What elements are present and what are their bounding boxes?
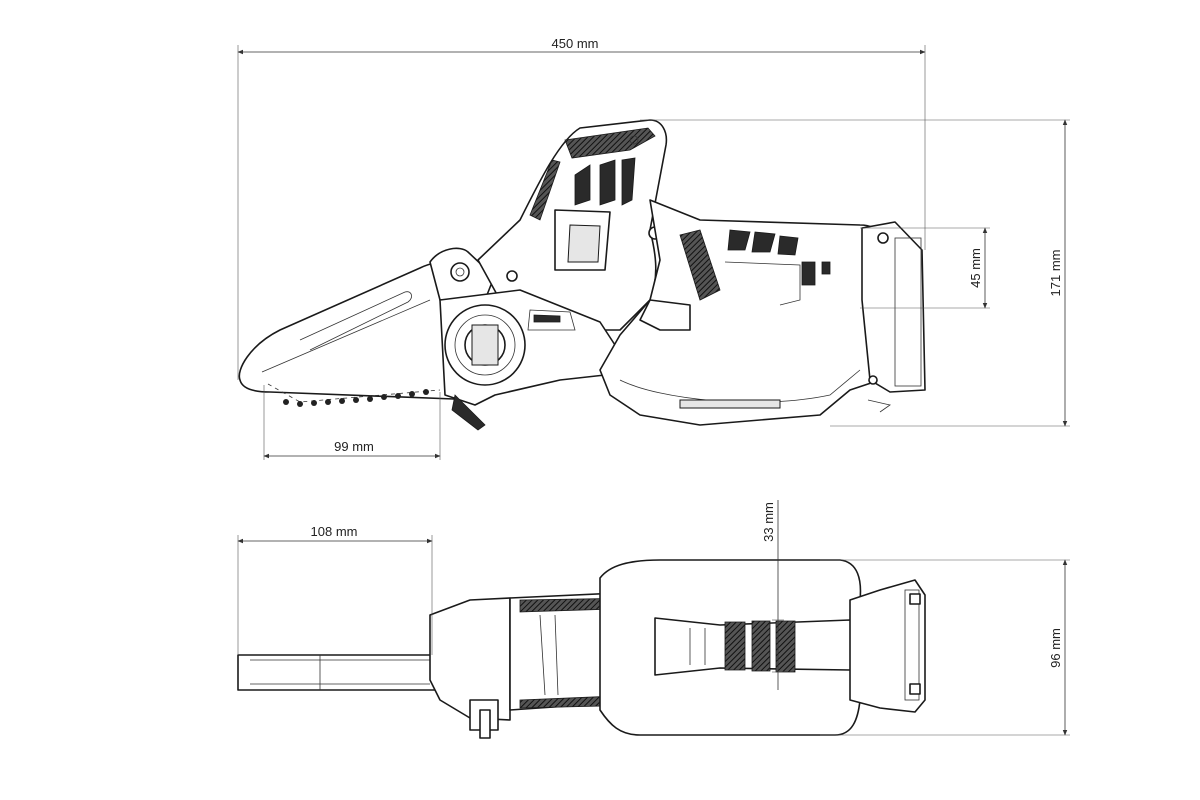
top-battery-latch <box>849 579 926 713</box>
battery-pack <box>861 221 926 393</box>
saw-chain <box>267 383 441 403</box>
dimension-bar-length: 99 mm <box>263 385 441 460</box>
label-overall-height: 171 mm <box>1048 250 1063 297</box>
dimension-bar-overhang: 108 mm <box>237 524 433 655</box>
label-handle-height: 45 mm <box>968 248 983 288</box>
trigger <box>639 299 691 331</box>
vent-mesh <box>564 127 656 159</box>
label-overall-length: 450 mm <box>552 36 599 51</box>
top-view <box>237 559 926 739</box>
chain-teeth <box>283 389 429 407</box>
dimension-handle-height: 45 mm <box>860 227 990 309</box>
dimension-overall-height: 171 mm <box>640 119 1070 427</box>
dimension-overall-width: 96 mm <box>820 559 1070 736</box>
bar-screw <box>450 262 470 282</box>
dimension-overall-length: 450 mm <box>237 36 926 380</box>
label-bar-length: 99 mm <box>334 439 374 454</box>
dimension-handle-width: 33 mm <box>761 500 784 690</box>
side-view <box>238 119 926 431</box>
label-bar-overhang: 108 mm <box>311 524 358 539</box>
label-handle-width: 33 mm <box>761 502 776 542</box>
label-overall-width: 96 mm <box>1048 628 1063 668</box>
